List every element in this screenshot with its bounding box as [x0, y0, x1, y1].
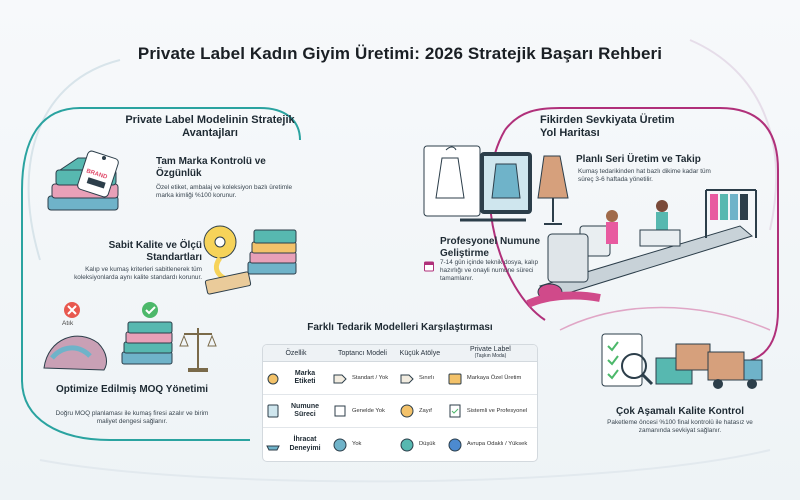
row-private: Sistemli ve Profesyonel	[466, 407, 528, 414]
moq-balance-icon	[43, 302, 217, 372]
document-icon	[267, 404, 279, 418]
right-item-2-desc: 7-14 gün içinde teknik dosya, kalıp hazı…	[440, 259, 539, 282]
row-private: Avrupa Odaklı / Yüksek	[466, 441, 528, 447]
left-item-2-desc: Kalıp ve kumaş kriterleri sabitlenerek t…	[74, 266, 202, 281]
blank-page-icon	[334, 405, 346, 417]
ship-icon	[266, 445, 280, 450]
fabric-measure-icon	[203, 225, 297, 295]
branded-clothes-icon: BRAND	[47, 150, 119, 211]
comparison-title: Farklı Tedarik Modelleri Karşılaştırması	[307, 322, 493, 333]
checklist-icon	[449, 404, 461, 418]
row-workshop: Düşük	[418, 441, 436, 447]
header-feature: Özellik	[263, 345, 329, 362]
left-item-1-desc: Özel etiket, ambalaj ve koleksiyon bazlı…	[156, 184, 293, 199]
sad-face-icon	[400, 404, 414, 418]
globe-icon	[400, 438, 414, 451]
row-private: Markaya Özel Üretim	[466, 374, 522, 381]
right-section-title: Fikirden Sevkiyata Üretim Yol Haritası	[540, 114, 675, 139]
row-wholesale: Yok	[352, 441, 362, 447]
comparison-table: Özellik Toptancı Modeli Küçük Atölye Pri…	[262, 344, 538, 462]
right-section-frame	[504, 107, 779, 366]
row-feature: İhracat Deneyimi	[289, 436, 321, 452]
crown-tag-icon	[448, 373, 462, 385]
right-item-3-title: Çok Aşamalı Kalite Kontrol	[616, 406, 744, 417]
globe-icon	[448, 438, 462, 451]
left-item-1-title: Tam Marka Kontrolü ve Özgünlük	[156, 156, 266, 179]
row-workshop: Sınırlı	[418, 374, 435, 381]
table-row: Marka Etiketi Standart / Yok Sınırlı Mar…	[263, 362, 537, 395]
tag-icon	[333, 374, 347, 384]
comparison-header-row: Özellik Toptancı Modeli Küçük Atölye Pri…	[263, 345, 537, 362]
header-private-label: Private Label (Taşkın Moda)	[443, 345, 537, 362]
header-workshop: Küçük Atölye	[395, 345, 444, 362]
left-item-3-title: Optimize Edilmiş MOQ Yönetimi	[55, 384, 209, 395]
left-item-2-title: Sabit Kalite ve Ölçü Standartları	[108, 240, 202, 263]
page-title: Private Label Kadın Giyim Üretimi: 2026 …	[137, 44, 663, 63]
left-section-frame	[21, 107, 301, 441]
medal-icon	[267, 373, 279, 385]
row-feature: Marka Etiketi	[294, 369, 316, 386]
design-sketch-icon	[423, 145, 569, 225]
quality-control-icon	[601, 333, 763, 389]
row-workshop: Zayıf	[418, 407, 432, 414]
header-private-label-name: Private Label	[470, 345, 511, 353]
right-item-3-desc: Paketleme öncesi %100 final kontrolü ile…	[607, 419, 753, 434]
left-item-3-desc: Doğru MOQ planlaması ile kumaş firesi az…	[55, 410, 209, 425]
tag-icon	[400, 374, 414, 384]
header-private-label-sub: (Taşkın Moda)	[474, 353, 507, 359]
waste-label: Atık	[62, 320, 74, 327]
header-wholesale: Toptancı Modeli	[329, 345, 396, 362]
left-section-title: Private Label Modelinin Stratejik Avanta…	[125, 114, 295, 139]
row-feature: Numune Süreci	[291, 402, 319, 419]
row-wholesale: Standart / Yok	[352, 374, 389, 381]
row-wholesale: Genelde Yok	[352, 407, 385, 414]
calendar-icon	[424, 261, 434, 272]
right-item-1-desc: Kumaş tedarikinden hat bazlı dikime kada…	[578, 168, 711, 183]
right-item-1-title: Planlı Seri Üretim ve Takip	[576, 154, 701, 165]
table-row: İhracat Deneyimi Yok Düşük Avrupa Odaklı…	[263, 428, 537, 461]
globe-icon	[333, 438, 347, 451]
right-item-2-title: Profesyonel Numune Geliştirme	[440, 236, 541, 259]
production-line-icon	[526, 189, 757, 308]
table-row: Numune Süreci Genelde Yok Zayıf Sistemli…	[263, 395, 537, 428]
